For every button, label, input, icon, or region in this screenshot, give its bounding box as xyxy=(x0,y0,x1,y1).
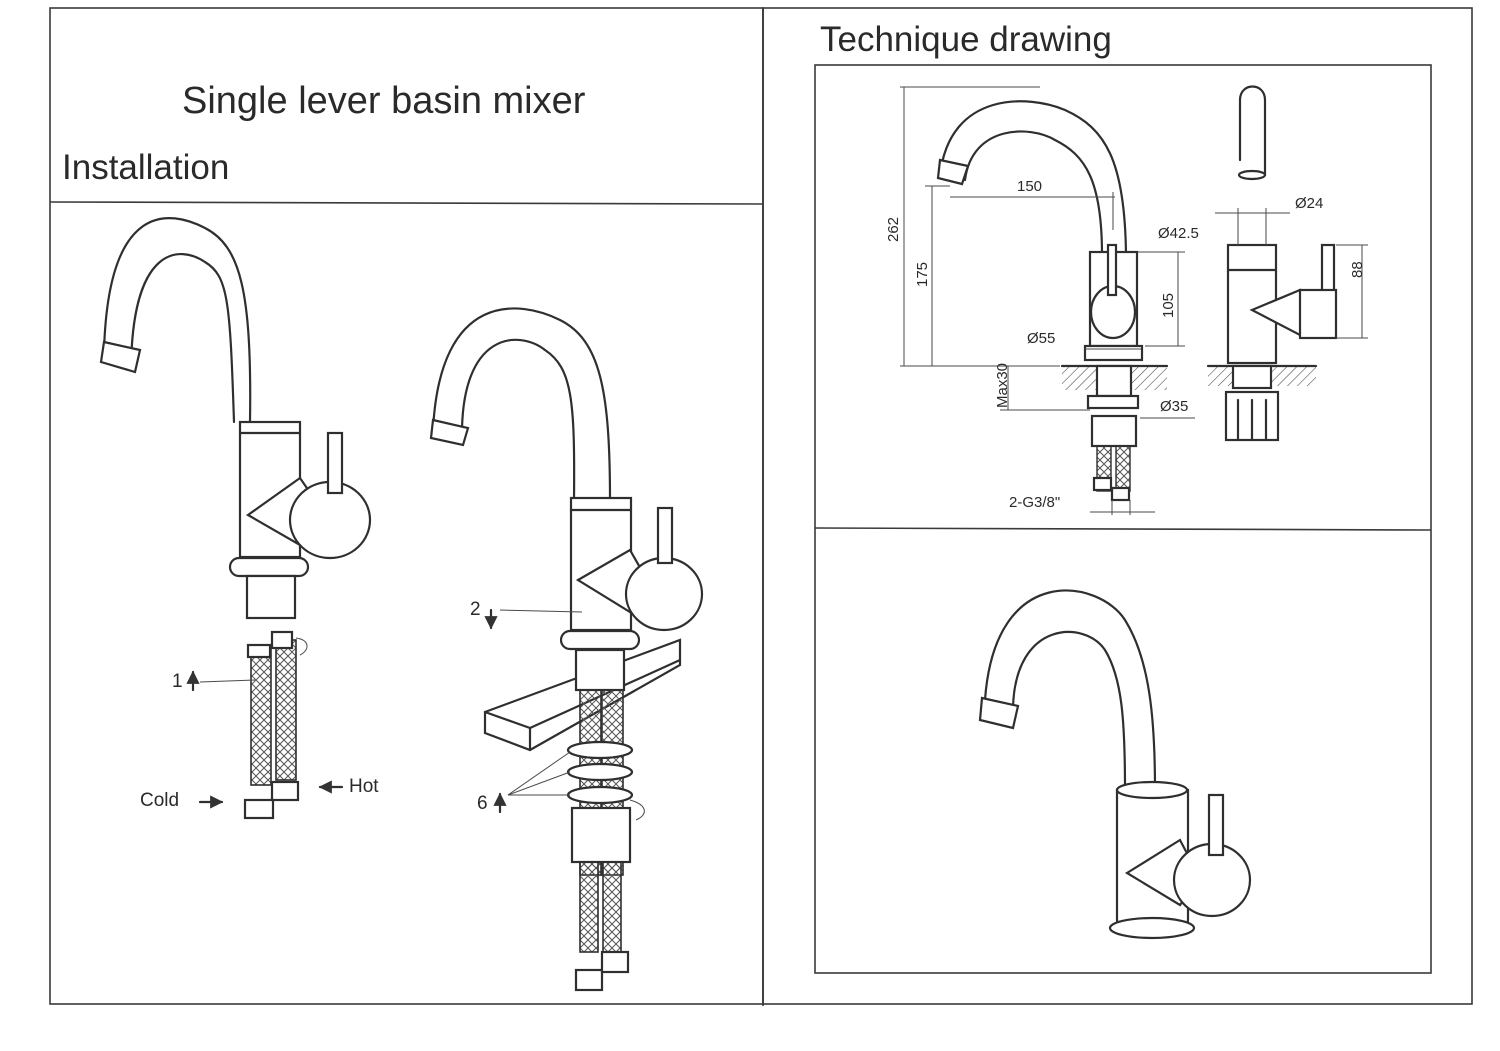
page-title: Single lever basin mixer xyxy=(182,80,586,122)
dimension-lines xyxy=(900,86,1368,515)
section-title-installation: Installation xyxy=(62,148,230,187)
dimension-dia42-5: Ø42.5 xyxy=(1158,225,1199,242)
dimension-262: 262 xyxy=(885,216,902,242)
section-title-technique: Technique drawing xyxy=(820,20,1112,59)
dimension-88: 88 xyxy=(1349,261,1366,278)
page-frames xyxy=(49,7,1473,1006)
dimension-max30: Max30 xyxy=(994,362,1011,408)
dimension-dia55: Ø55 xyxy=(1027,330,1056,347)
dimension-dia35: Ø35 xyxy=(1160,398,1189,415)
dimension-thread: 2-G3/8" xyxy=(1009,494,1061,511)
hot-label: Hot xyxy=(349,776,379,797)
dimension-dia24: Ø24 xyxy=(1295,195,1324,212)
dimension-105: 105 xyxy=(1160,292,1177,318)
technique-side-view xyxy=(1206,85,1338,442)
technique-front-view xyxy=(936,100,1169,502)
installation-arrows xyxy=(186,608,507,814)
step-6-label: 6 xyxy=(477,793,488,814)
step-2-label: 2 xyxy=(470,599,481,620)
faucet-step2-drawing xyxy=(429,307,704,992)
dimension-175: 175 xyxy=(914,261,931,287)
dimension-150: 150 xyxy=(1017,178,1043,195)
step-1-label: 1 xyxy=(172,671,183,692)
product-perspective-drawing xyxy=(978,589,1252,940)
faucet-step1-drawing xyxy=(99,217,372,820)
cold-label: Cold xyxy=(140,790,180,811)
